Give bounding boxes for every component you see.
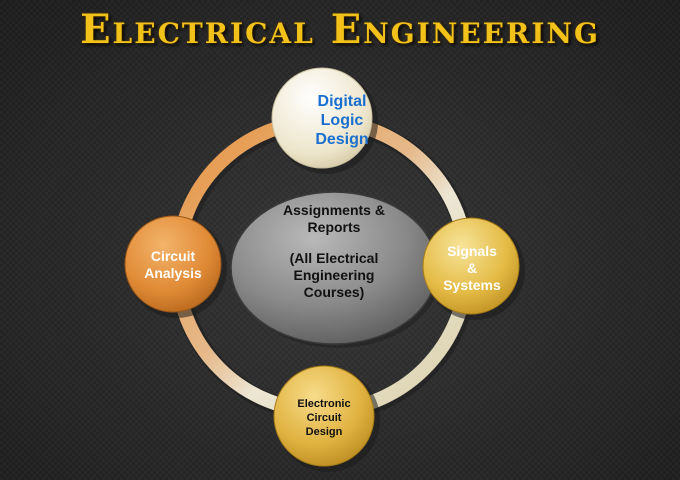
center-label: Assignments & Reports (All Electrical En…: [238, 202, 430, 332]
node-circuit-analysis: [124, 215, 222, 313]
center-line-2: Reports: [307, 219, 361, 235]
node-signals-systems: [422, 217, 520, 315]
center-line-1: Assignments &: [283, 202, 385, 218]
node-bottom-line-3: Design: [305, 426, 343, 438]
page-title: Electrical Engineering: [80, 6, 600, 53]
node-bottom-line-1: Electronic: [297, 398, 351, 410]
node-bottom-line-2: Circuit: [306, 412, 342, 424]
node-label-left: Circuit Analysis: [120, 240, 226, 290]
node-label-bottom: Electronic Circuit Design: [272, 388, 376, 448]
center-line-3: (All Electrical: [289, 250, 379, 266]
node-right-line-2: &: [466, 259, 478, 276]
node-right-line-3: Systems: [443, 276, 501, 293]
node-top-line-2: Logic: [320, 111, 364, 129]
node-top-line-1: Digital: [317, 92, 367, 110]
center-line-4: Engineering: [293, 267, 375, 283]
center-line-5: Courses): [303, 284, 365, 300]
node-digital-logic-design: [271, 67, 373, 169]
node-label-top: Digital Logic Design: [282, 88, 402, 152]
node-right-line-1: Signals: [447, 242, 497, 259]
node-electronic-circuit-design: [273, 365, 375, 467]
node-top-line-3: Design: [315, 130, 369, 148]
node-left-line-2: Analysis: [144, 265, 202, 281]
node-left-line-1: Circuit: [150, 248, 196, 264]
node-label-right: Signals & Systems: [424, 236, 520, 300]
